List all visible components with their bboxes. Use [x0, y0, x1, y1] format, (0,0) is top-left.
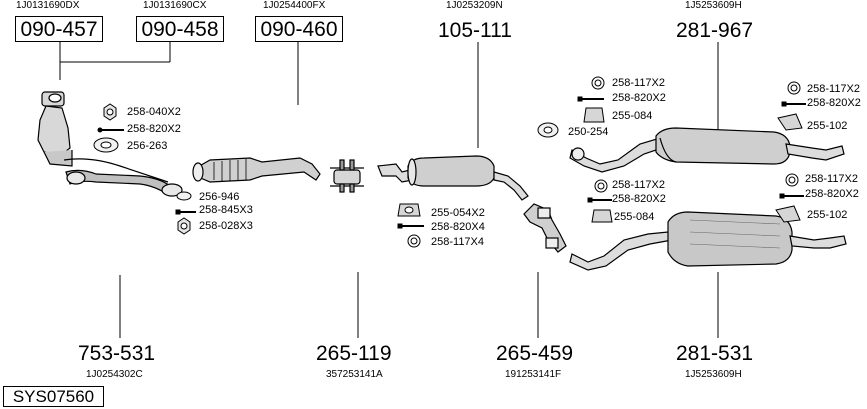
- oe-number-bottom-4: 1J5253609H: [685, 369, 742, 380]
- leader-lines-top: [59, 42, 719, 148]
- hw-label: 255-102: [807, 120, 848, 132]
- middle-silencer: [377, 155, 529, 201]
- rear-silencer-upper: [569, 127, 845, 173]
- hw-label: 258-117X4: [431, 236, 485, 248]
- hw-label: 255-084: [612, 110, 653, 122]
- hw-label: 258-820X2: [127, 123, 181, 135]
- part-label-bottom-4[interactable]: 281-531: [676, 342, 754, 365]
- system-code: SYS07560: [3, 386, 104, 407]
- hw-label: 258-117X2: [807, 83, 861, 95]
- oe-number-bottom-1: 1J0254302C: [86, 369, 143, 380]
- middle-hardware-icons: [397, 203, 424, 248]
- part-label-4[interactable]: 105-111: [438, 19, 512, 42]
- intermediate-pipe: [523, 203, 567, 253]
- hw-label: 255-084: [614, 211, 655, 223]
- oe-number-5: 1J5253609H: [685, 0, 742, 11]
- oe-number-1: 1J0131690DX: [16, 0, 80, 11]
- part-box-2[interactable]: 090-458: [136, 16, 224, 42]
- oe-number-bottom-3: 191253141F: [505, 369, 562, 380]
- hw-label: 258-820X4: [431, 221, 485, 233]
- part-box-1[interactable]: 090-457: [15, 16, 103, 42]
- oe-number-bottom-2: 357253141A: [326, 369, 383, 380]
- leader-lines-bottom: [119, 272, 719, 338]
- part-label-bottom-1[interactable]: 753-531: [78, 342, 156, 365]
- hw-label: 258-117X2: [612, 77, 666, 89]
- hw-label: 255-102: [807, 209, 848, 221]
- hw-label: 258-820X2: [807, 97, 861, 109]
- hw-label: 258-820X2: [612, 92, 666, 104]
- part-label-5[interactable]: 281-967: [676, 19, 754, 42]
- hw-label: 258-820X2: [612, 193, 666, 205]
- hw-label: 255-054X2: [431, 207, 485, 219]
- oe-number-4: 1J0253209N: [446, 0, 503, 11]
- front-pipe-flex: [192, 157, 321, 183]
- hw-label: 258-117X2: [612, 179, 666, 191]
- hw-label: 258-820X2: [805, 188, 859, 200]
- oe-number-3: 1J0254400FX: [263, 0, 326, 11]
- catalytic-converter-manifold: [37, 91, 183, 197]
- part-label-bottom-2[interactable]: 265-119: [316, 342, 392, 365]
- clamp: [330, 159, 364, 193]
- front-hardware-icons: [93, 103, 196, 235]
- rear-hardware-icons: [537, 76, 806, 223]
- hw-label: 258-028X3: [199, 220, 253, 232]
- hw-label: 258-040X2: [127, 106, 181, 118]
- hw-label: 258-845X3: [199, 204, 253, 216]
- hw-label: 258-117X2: [805, 173, 859, 185]
- hw-label: 256-946: [199, 191, 240, 203]
- oe-number-2: 1J0131690CX: [143, 0, 207, 11]
- rear-silencer-lower: [569, 211, 847, 271]
- hw-label: 250-254: [568, 126, 609, 138]
- hw-label: 256-263: [127, 140, 168, 152]
- part-box-3[interactable]: 090-460: [255, 16, 343, 42]
- part-label-bottom-3[interactable]: 265-459: [496, 342, 574, 365]
